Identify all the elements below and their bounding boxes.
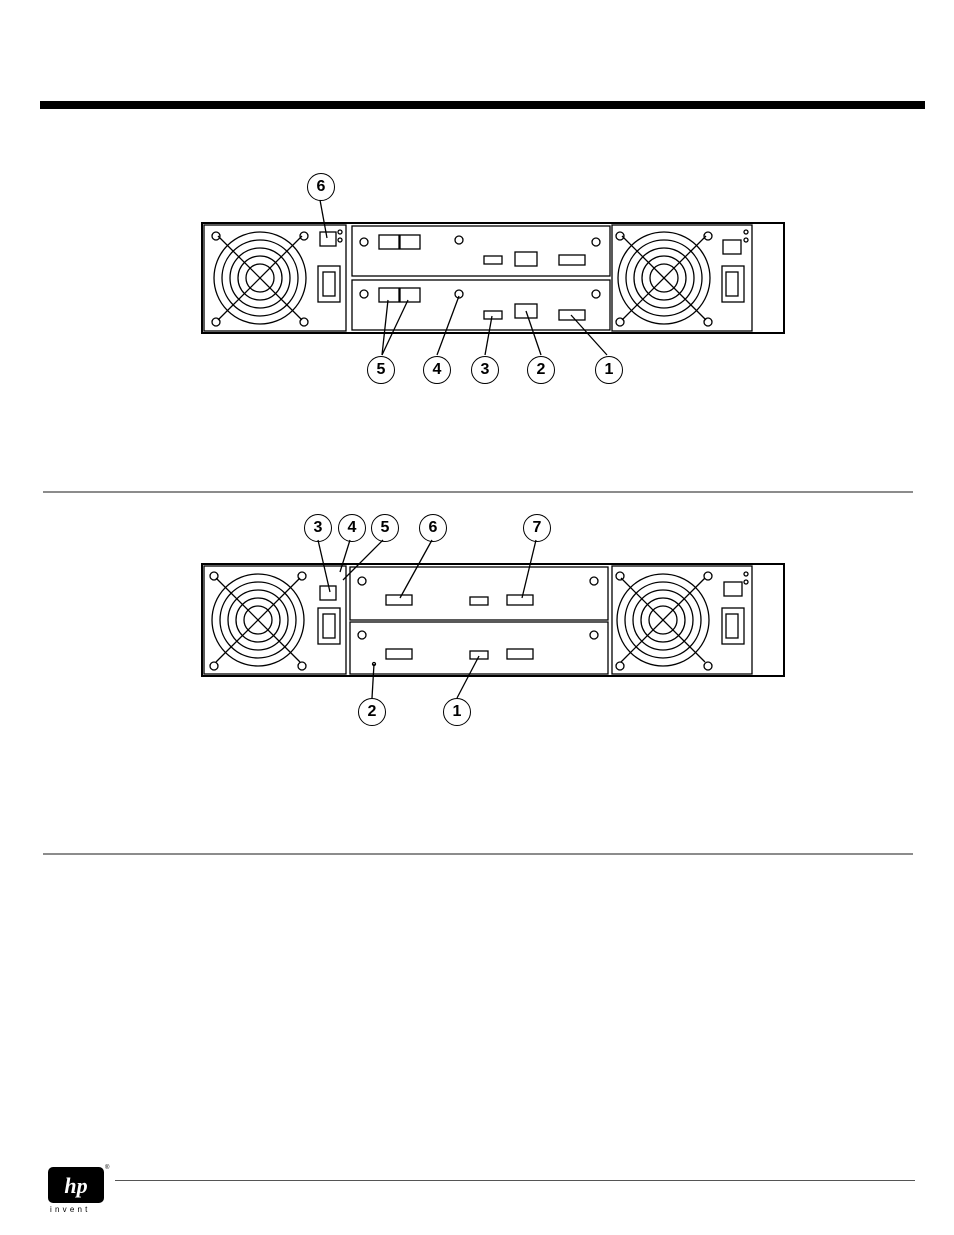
- psu-right: [612, 225, 752, 331]
- figure-2-callout-2: 2: [358, 698, 386, 726]
- fan-grille-icon: [617, 574, 709, 666]
- psu-left: [204, 566, 346, 674]
- fan-grille-icon: [618, 232, 710, 324]
- io-module-top: [350, 567, 608, 620]
- hp-logo: hp ® invent: [48, 1167, 110, 1217]
- figure-2-callout-6: 6: [419, 514, 447, 542]
- figure-1-callout-1: 1: [595, 356, 623, 384]
- section-divider: [43, 853, 913, 855]
- figure-2-callout-7: 7: [523, 514, 551, 542]
- figure-1-callout-4: 4: [423, 356, 451, 384]
- logo-tagline: invent: [50, 1205, 91, 1214]
- io-module-bottom: [350, 622, 608, 674]
- footer-rule: [115, 1180, 915, 1181]
- figure-2-callout-1: 1: [443, 698, 471, 726]
- figure-2-callout-4: 4: [338, 514, 366, 542]
- registered-mark: ®: [105, 1165, 109, 1171]
- figure-1-callout-5: 5: [367, 356, 395, 384]
- psu-right: [612, 566, 752, 674]
- section-divider: [43, 491, 913, 493]
- figure-1-callout-2: 2: [527, 356, 555, 384]
- figure-1-callout-3: 3: [471, 356, 499, 384]
- controller-bottom: [352, 280, 610, 330]
- figure-2-callout-3: 3: [304, 514, 332, 542]
- fan-grille-icon: [214, 232, 306, 324]
- figure-1-callout-6: 6: [307, 173, 335, 201]
- fan-grille-icon: [212, 574, 304, 666]
- header-rule: [40, 101, 925, 109]
- controller-top: [352, 226, 610, 276]
- figure-2-callout-5: 5: [371, 514, 399, 542]
- hp-logo-badge: hp: [48, 1167, 104, 1203]
- hp-logo-mark: hp: [64, 1173, 87, 1198]
- psu-left: [204, 225, 346, 331]
- figure-2-rear-panel: [0, 510, 954, 730]
